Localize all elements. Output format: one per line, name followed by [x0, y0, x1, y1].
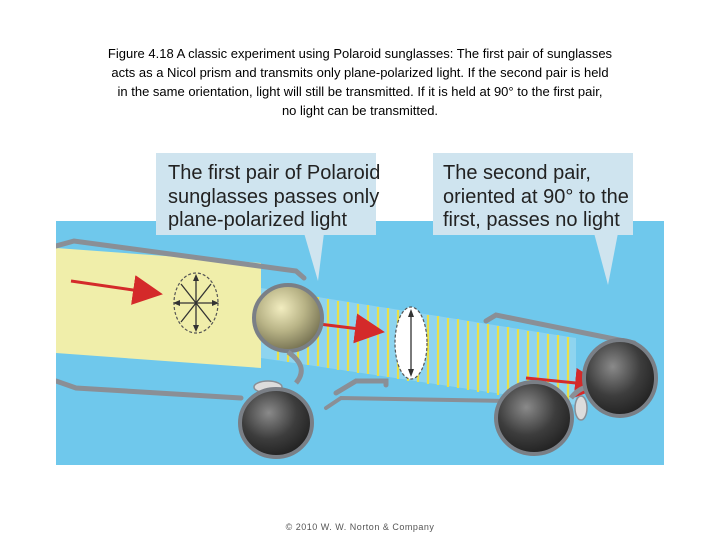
polarization-illustration: The first pair of Polaroid sunglasses pa…	[56, 153, 664, 465]
callout-line: The first pair of Polaroid	[168, 162, 380, 184]
caption-line: acts as a Nicol prism and transmits only…	[40, 63, 680, 82]
callout-line: sunglasses passes only	[168, 186, 379, 208]
caption-line: no light can be transmitted.	[40, 101, 680, 120]
lens-right	[584, 340, 656, 416]
callout-line: first, passes no light	[443, 209, 620, 231]
callout-line: The second pair,	[443, 162, 591, 184]
callout-line: plane-polarized light	[168, 209, 347, 231]
unpolarized-light-beam	[56, 248, 261, 368]
lens-lower	[240, 389, 312, 457]
lens-upper	[254, 285, 322, 351]
callout-line: oriented at 90° to the	[443, 186, 629, 208]
polarized-wave-symbol	[395, 307, 427, 379]
caption-line: in the same orientation, light will stil…	[40, 82, 680, 101]
copyright-notice: © 2010 W. W. Norton & Company	[0, 522, 720, 532]
caption-line: Figure 4.18 A classic experiment using P…	[40, 44, 680, 63]
illustration-svg: The first pair of Polaroid sunglasses pa…	[56, 153, 664, 465]
lens-left	[496, 382, 572, 454]
figure-caption: Figure 4.18 A classic experiment using P…	[40, 44, 680, 120]
